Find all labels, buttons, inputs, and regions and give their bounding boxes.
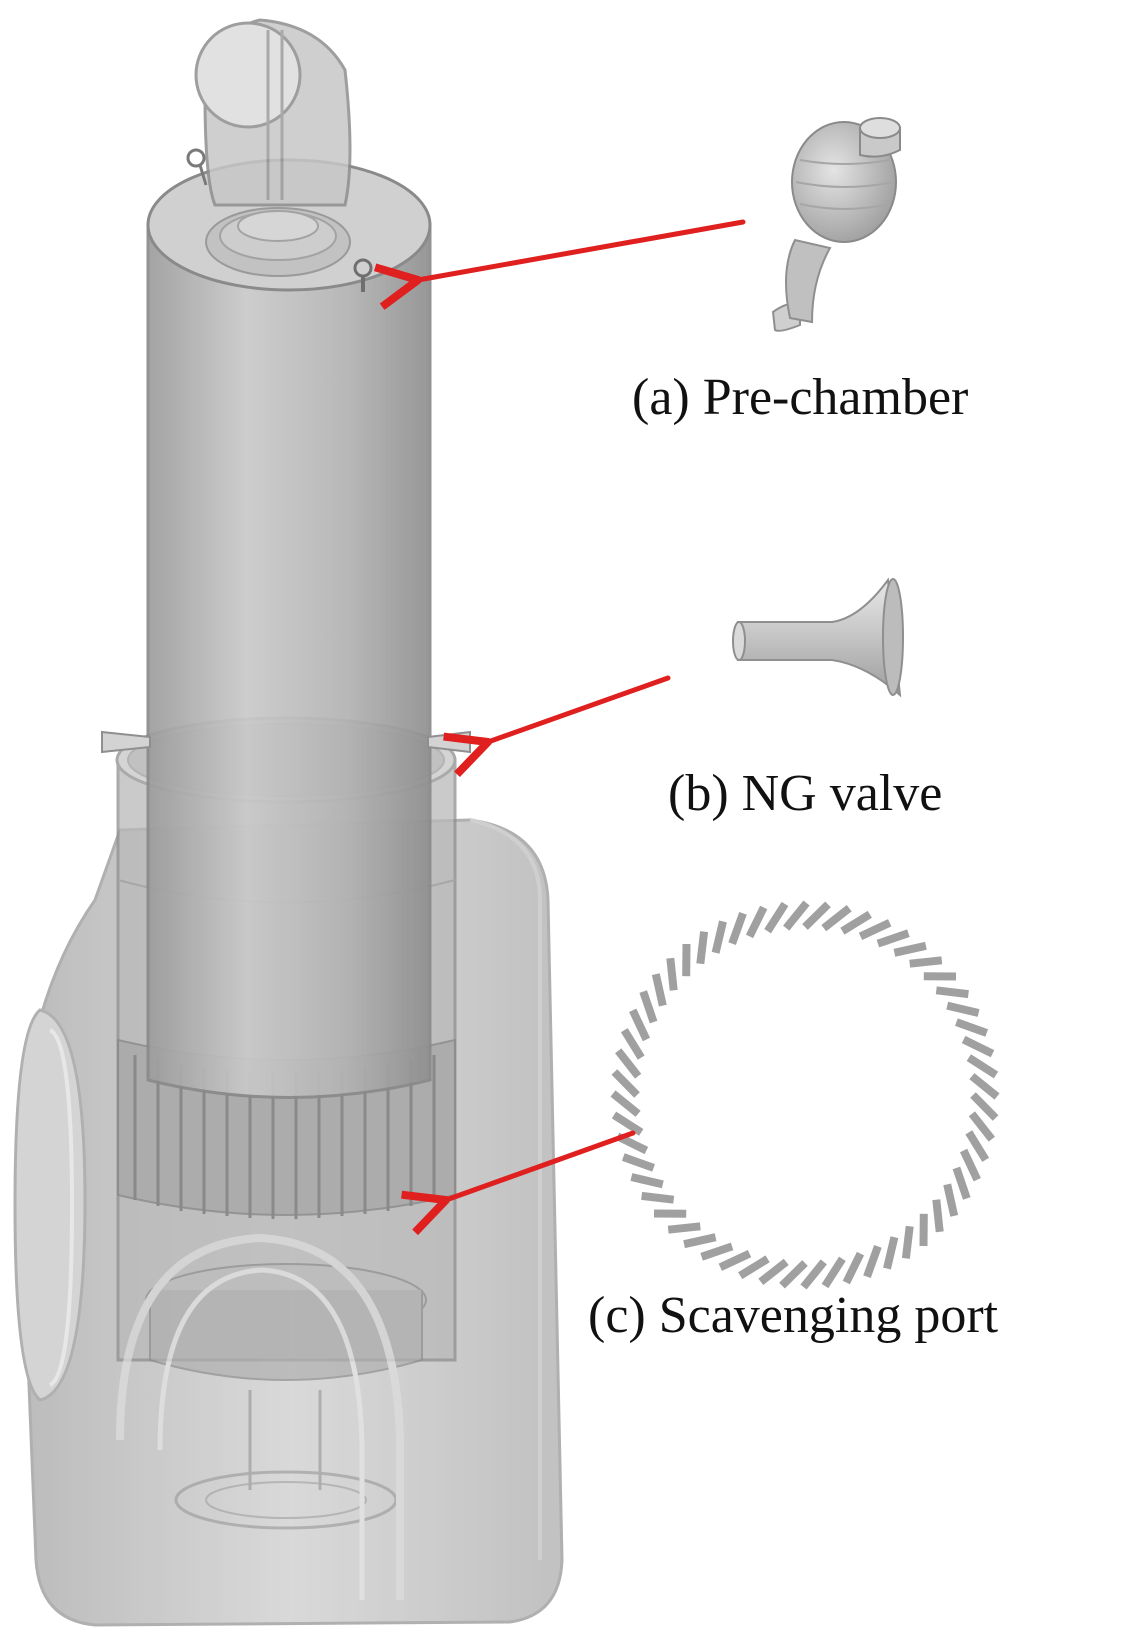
port-slot: [955, 1018, 989, 1037]
port-slot: [876, 929, 910, 948]
port-slot: [968, 1111, 995, 1142]
port-slot: [641, 1191, 675, 1204]
port-slot: [952, 1166, 971, 1200]
arrow-ng-valve: [443, 675, 671, 778]
port-slot: [893, 941, 927, 957]
port-slot: [683, 1233, 717, 1249]
port-slot: [946, 1001, 980, 1017]
main-cylinder: [146, 158, 432, 1099]
port-slot: [639, 990, 658, 1024]
arrow-pre-chamber: [373, 219, 746, 310]
port-slot: [718, 1249, 752, 1271]
port-slot: [966, 1054, 999, 1079]
port-slot: [779, 1260, 808, 1289]
port-slot: [840, 910, 872, 935]
ng-valve-detail: [732, 577, 904, 698]
port-slot: [909, 956, 943, 968]
port-slot: [629, 1008, 651, 1042]
port-slot: [800, 1259, 827, 1290]
port-slot: [621, 1153, 655, 1172]
port-slot: [630, 1173, 664, 1189]
port-slot: [970, 1092, 999, 1121]
port-slot: [758, 1258, 789, 1285]
arrow-scavenging-port: [401, 1130, 636, 1236]
port-slot: [666, 957, 678, 991]
label-pre-chamber: (a) Pre-chamber: [632, 369, 969, 426]
piston-area: [116, 1233, 427, 1600]
port-slot: [620, 1028, 645, 1060]
port-slot: [932, 1199, 944, 1233]
pre-chamber-detail: [771, 117, 901, 332]
port-slot: [821, 905, 852, 932]
port-slot: [959, 1148, 981, 1182]
port-slot: [651, 973, 667, 1007]
port-slot: [943, 1183, 959, 1217]
ng-valve-left: [101, 730, 151, 754]
port-slot: [883, 1236, 899, 1270]
port-slot: [842, 1251, 865, 1285]
port-slot: [611, 1111, 644, 1136]
port-slot: [611, 1069, 640, 1098]
port-slot: [610, 1090, 641, 1117]
label-ng-valve: (b) NG valve: [668, 765, 943, 822]
port-slot: [965, 1130, 990, 1162]
port-slot: [738, 1255, 770, 1280]
port-slot: [615, 1048, 642, 1079]
port-slot: [935, 986, 969, 999]
port-slot: [745, 905, 768, 939]
port-slot: [802, 901, 831, 930]
port-slot: [901, 1225, 914, 1259]
port-slot: [696, 931, 709, 965]
port-slot: [728, 911, 747, 945]
port-slot: [858, 919, 892, 941]
port-slot: [764, 901, 789, 934]
exhaust-elbow: [194, 18, 352, 207]
lifting-eye-icon: [186, 148, 208, 186]
port-slot: [700, 1242, 734, 1261]
port-slot: [783, 900, 810, 931]
arrows: [373, 219, 746, 1236]
port-slot: [969, 1073, 1000, 1100]
port-slot: [711, 920, 727, 954]
port-slot: [821, 1256, 846, 1289]
scavenging-port-ring-detail: [610, 900, 1000, 1290]
port-slot: [667, 1222, 701, 1234]
port-slot: [961, 1035, 995, 1058]
label-scavenging-port: (c) Scavenging port: [588, 1287, 999, 1344]
port-slot: [863, 1245, 882, 1279]
pre-chamber-mount-icon: [353, 258, 373, 292]
